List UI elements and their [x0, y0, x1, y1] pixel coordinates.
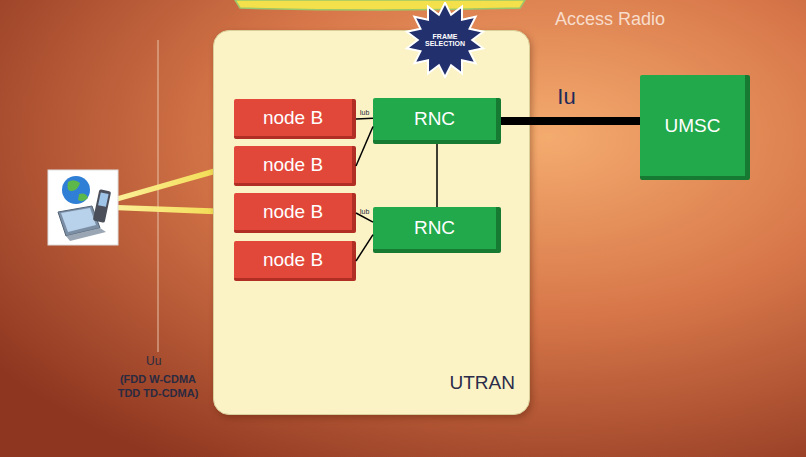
user-equipment-icon [48, 170, 118, 245]
link-line [356, 213, 373, 222]
node-b-box: node B [234, 146, 356, 186]
rnc-box: RNC [373, 98, 501, 144]
node-label: FRAME SELECTION [423, 33, 467, 48]
node-b-box: node B [234, 241, 356, 281]
link-line [356, 127, 373, 166]
node-label: node B [263, 249, 323, 271]
umsc-box: UMSC [640, 75, 750, 180]
node-label: RNC [414, 217, 455, 239]
link-line [356, 235, 373, 261]
link-label: Iub [360, 207, 370, 214]
rnc-box: RNC [373, 207, 501, 253]
link-line [356, 117, 373, 119]
node-label: UTRAN [450, 372, 515, 394]
top-banner [235, 0, 525, 10]
iu-link [501, 117, 640, 125]
link-label: Iu [557, 84, 575, 110]
interface-name: Uu [146, 354, 161, 370]
burst-shape [407, 3, 483, 77]
node-label: RNC [414, 108, 455, 130]
node-label: node B [263, 107, 323, 129]
air-interface-line [158, 40, 159, 352]
node-label: node B [263, 154, 323, 176]
link-line [436, 144, 438, 207]
link-label: Iub [360, 108, 370, 115]
node-b-box: node B [234, 193, 356, 233]
section-title: Access Radio [555, 8, 665, 31]
node-label: UMSC [665, 115, 721, 137]
node-label: node B [263, 201, 323, 223]
frame-selection-burst: FRAME SELECTION [405, 2, 485, 78]
utran-region: UTRAN node B node B node B node B RNC RNC [213, 30, 530, 415]
node-b-box: node B [234, 99, 356, 139]
interface-note: (FDD W-CDMA TDD TD-CDMA) [110, 372, 206, 401]
